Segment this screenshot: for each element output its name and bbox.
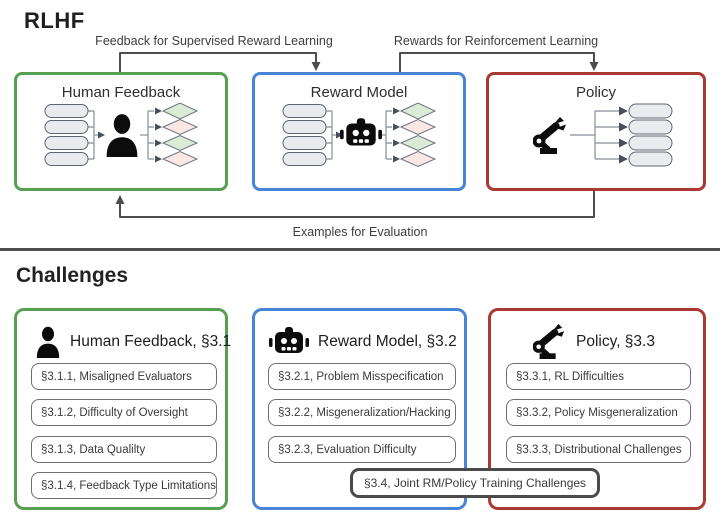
preference-diamond-green: [161, 134, 199, 152]
challenge-group-title: Reward Model, §3.2: [318, 333, 457, 350]
arrow-label-reinforcement-learning: Rewards for Reinforcement Learning: [393, 34, 599, 48]
preference-diamond-pink: [161, 150, 199, 168]
node-title-reward-model: Reward Model: [310, 84, 408, 101]
preference-diamond-green: [161, 102, 199, 120]
arrowhead-down-reward-model: [311, 62, 321, 71]
challenge-item: §3.1.4, Feedback Type Limitations: [31, 472, 217, 499]
arrowhead-up-human-feedback: [115, 195, 125, 204]
challenge-group-header-policy: Policy, §3.3: [533, 323, 655, 361]
robot-arm-icon: [533, 324, 567, 360]
preference-diamond-pink: [161, 118, 199, 136]
node-title-policy: Policy: [575, 84, 616, 101]
challenge-item: §3.1.2, Difficulty of Oversight: [31, 399, 217, 426]
score-diamond-green: [399, 102, 437, 120]
human-feedback-mini-diagram: [44, 102, 199, 168]
challenge-item: §3.2.1, Problem Misspecification: [268, 363, 456, 390]
section-divider: [0, 248, 720, 251]
arrow-examples-to-human-feedback: [119, 191, 595, 218]
challenge-item: §3.2.3, Evaluation Difficulty: [268, 436, 456, 463]
robot-icon: [269, 327, 309, 357]
node-reward-model: Reward Model: [252, 72, 466, 191]
arrowhead-down-policy: [589, 62, 599, 71]
challenge-item: §3.1.3, Data Qualilty: [31, 436, 217, 463]
challenge-item: §3.2.2, Misgeneralization/Hacking: [268, 399, 456, 426]
challenge-group-header-reward-model: Reward Model, §3.2: [269, 323, 457, 361]
challenge-item-joint-rm-policy: §3.4, Joint RM/Policy Training Challenge…: [350, 468, 600, 498]
node-title-human-feedback: Human Feedback: [61, 84, 181, 101]
challenge-group-title: Human Feedback, §3.1: [70, 333, 232, 350]
reward-model-mini-diagram: [282, 102, 437, 168]
score-diamond-pink: [399, 118, 437, 136]
challenge-group-title: Policy, §3.3: [576, 333, 655, 350]
flow-arrows: [115, 52, 599, 218]
score-diamond-green: [399, 134, 437, 152]
challenge-group-header-human-feedback: Human Feedback, §3.1: [35, 323, 231, 361]
robot-arm-icon: [533, 117, 567, 154]
person-icon: [35, 326, 61, 358]
policy-mini-diagram: [489, 103, 673, 167]
score-diamond-pink: [399, 150, 437, 168]
arrow-feedback-to-reward-model: [119, 52, 317, 72]
challenge-item: §3.3.1, RL Difficulties: [506, 363, 691, 390]
arrow-label-examples-for-evaluation: Examples for Evaluation: [292, 225, 428, 239]
challenge-group-human-feedback: Human Feedback, §3.1 §3.1.1, Misaligned …: [14, 308, 231, 510]
arrow-rewards-to-policy: [399, 52, 595, 72]
challenge-item: §3.3.2, Policy Misgeneralization: [506, 399, 691, 426]
challenges-title: Challenges: [16, 264, 129, 287]
challenge-item: §3.3.3, Distributional Challenges: [506, 436, 691, 463]
arrow-label-supervised-reward-learning: Feedback for Supervised Reward Learning: [95, 34, 333, 48]
person-icon: [106, 114, 138, 157]
robot-icon: [340, 118, 382, 146]
node-human-feedback: Human Feedback: [14, 72, 228, 191]
page-title: RLHF: [24, 8, 85, 33]
challenge-item: §3.1.1, Misaligned Evaluators: [31, 363, 217, 390]
node-policy: Policy: [486, 72, 706, 191]
